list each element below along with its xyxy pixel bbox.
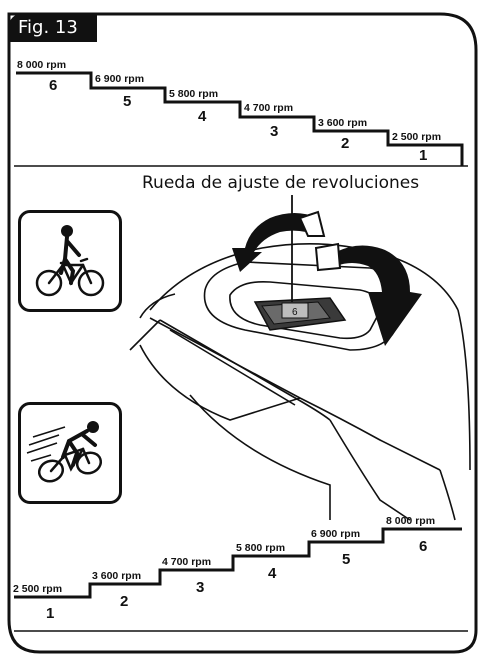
bottom-stair-line (14, 527, 462, 599)
bottom-rpm-label: 4 700 rpm (162, 556, 211, 568)
top-rpm-label: 3 600 rpm (318, 117, 367, 129)
top-staircase: 8 000 rpm 6 900 rpm 5 800 rpm 4 700 rpm … (16, 59, 464, 166)
frame-border (7, 12, 478, 654)
fast-cyclist-icon (18, 402, 122, 504)
top-level-number: 1 (419, 147, 427, 164)
top-rpm-label: 8 000 rpm (17, 59, 66, 71)
top-level-number: 3 (270, 123, 278, 140)
top-rpm-label: 2 500 rpm (392, 131, 441, 143)
top-level-number: 2 (341, 135, 349, 152)
bottom-level-number: 5 (342, 551, 350, 568)
bottom-level-number: 4 (268, 565, 277, 582)
slow-cyclist-icon (18, 210, 122, 312)
top-rpm-label: 5 800 rpm (169, 88, 218, 100)
top-level-number: 4 (198, 108, 207, 125)
bottom-staircase: 2 500 rpm 3 600 rpm 4 700 rpm 5 800 rpm … (13, 515, 462, 622)
bottom-rpm-label: 5 800 rpm (236, 542, 285, 554)
bottom-rpm-label: 6 900 rpm (311, 528, 360, 540)
bottom-rpm-label: 8 000 rpm (386, 515, 435, 527)
wheel-mark: 6 (292, 307, 298, 318)
wheel-caption: Rueda de ajuste de revoluciones (142, 173, 420, 193)
rotate-up-arrow (232, 213, 318, 272)
bottom-level-number: 3 (196, 579, 204, 596)
bottom-rpm-label: 3 600 rpm (92, 570, 141, 582)
speed-adjustment-wheel[interactable]: 6 (253, 297, 347, 331)
top-rpm-label: 4 700 rpm (244, 102, 293, 114)
bottom-level-number: 1 (46, 605, 54, 622)
arrow-tail-upper (298, 210, 326, 237)
mower-housing-illustration (129, 242, 471, 521)
top-rpm-label: 6 900 rpm (95, 73, 144, 85)
top-level-number: 6 (49, 77, 57, 94)
figure-label: Fig. 13 (9, 14, 97, 42)
bottom-level-number: 2 (120, 593, 128, 610)
top-level-number: 5 (123, 93, 131, 110)
bottom-rpm-label: 2 500 rpm (13, 583, 62, 595)
top-stair-line (16, 71, 464, 166)
bottom-level-number: 6 (419, 538, 427, 555)
arrow-tail-lower (314, 242, 342, 272)
rotate-down-arrow (336, 245, 422, 346)
